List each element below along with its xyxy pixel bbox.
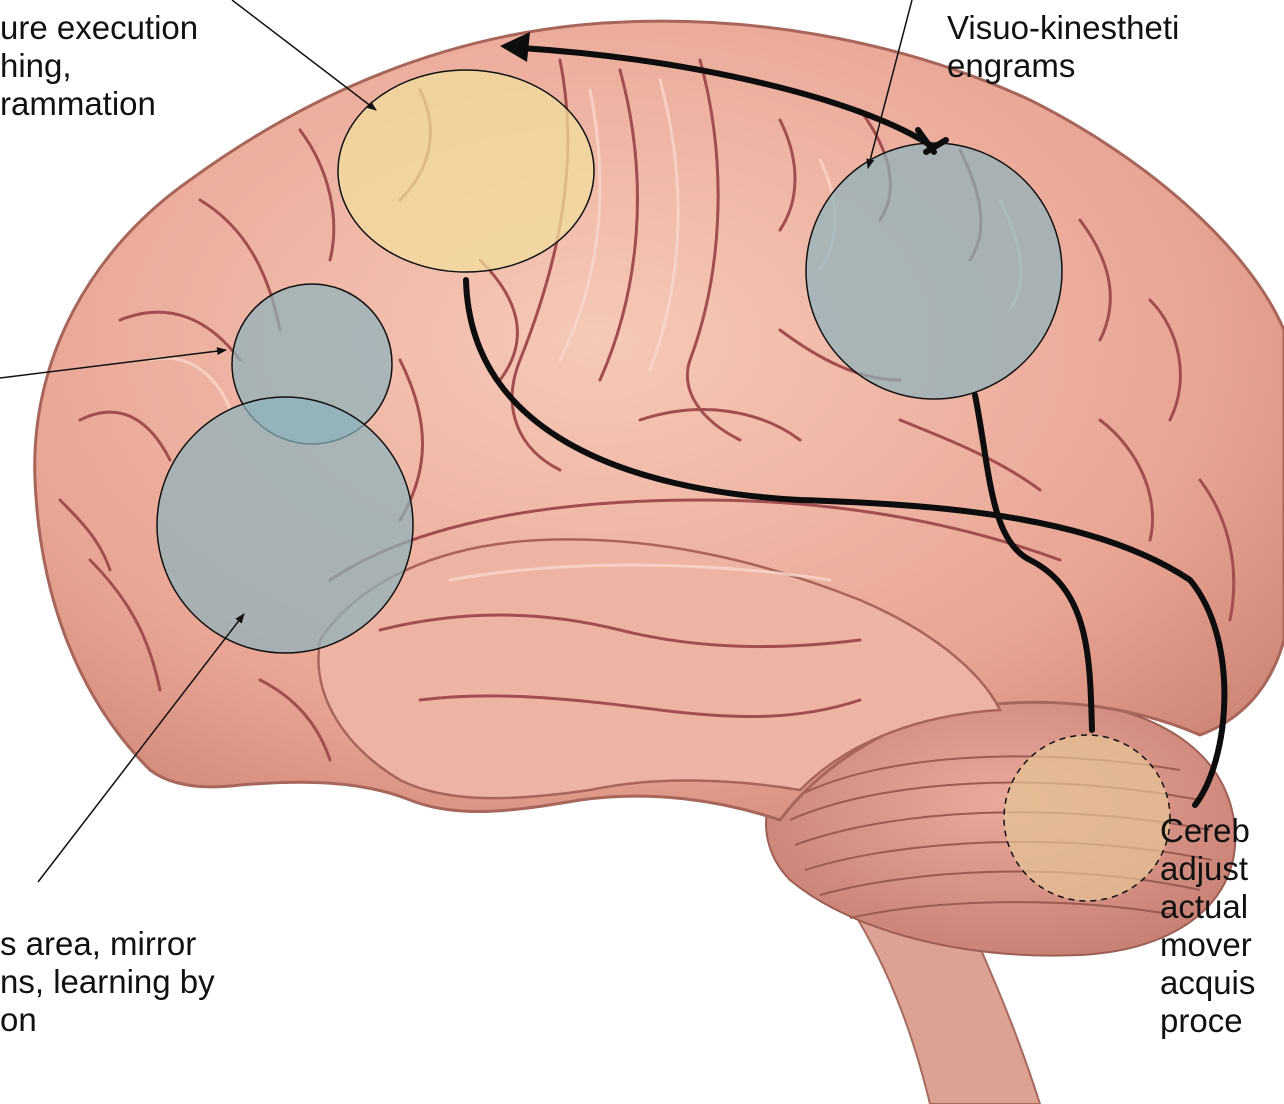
cerebellum-label-line-1: Cereb [1160,812,1255,850]
parietal-region [806,143,1062,399]
broca-label: s area, mirror ns, learning by on [0,925,215,1039]
praxis-leader-line [232,0,376,110]
broca-region [157,397,413,653]
praxis-label-line-1: ure execution [0,9,198,47]
visuo-label-line-1: Visuo-kinestheti [947,9,1179,47]
visuo-label-line-2: engrams [947,47,1179,85]
cerebellum-label-line-5: acquis [1160,964,1255,1002]
broca-label-line-2: ns, learning by [0,963,215,1001]
premotor-region [338,70,594,272]
cerebellum-label-line-4: mover [1160,926,1255,964]
praxis-label-line-2: hing, [0,47,198,85]
cerebellum-region [1004,735,1170,901]
broca-label-line-3: on [0,1001,215,1039]
praxis-label-line-3: rammation [0,85,198,123]
cerebellum-label-line-2: adjust [1160,850,1255,888]
cerebellum-label-line-3: actual [1160,888,1255,926]
visuo-kinesthetic-label: Visuo-kinestheti engrams [947,9,1179,85]
cerebellum-label-line-6: proce [1160,1002,1255,1040]
praxis-label: ure execution hing, rammation [0,9,198,123]
cerebellum-label: Cereb adjust actual mover acquis proce [1160,812,1255,1040]
broca-label-line-1: s area, mirror [0,925,215,963]
